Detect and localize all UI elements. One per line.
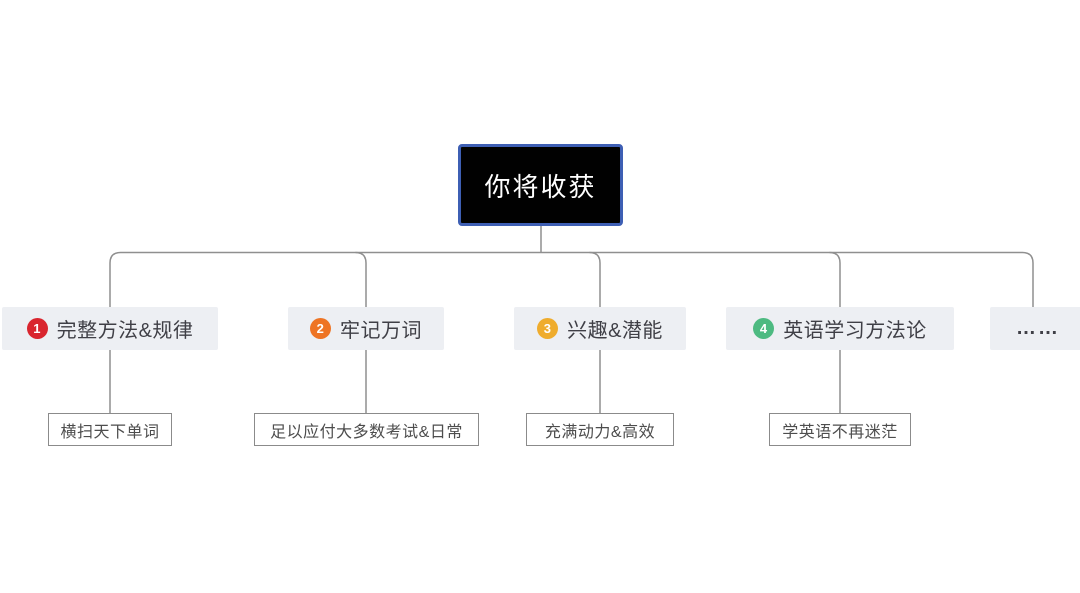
branch-4-number-badge: 4 — [753, 318, 775, 339]
leaf-4-label: 学英语不再迷茫 — [782, 423, 898, 441]
connector-drop-branch-4 — [829, 251, 841, 307]
branch-1-number-badge: 1 — [26, 318, 48, 339]
leaf-node-1[interactable]: 横扫天下单词 — [48, 413, 172, 446]
connector-rail — [109, 251, 1034, 307]
connector-drop-branch-2 — [355, 251, 367, 307]
branch-2-number-badge: 2 — [310, 318, 331, 339]
leaf-1-label: 横扫天下单词 — [60, 423, 160, 441]
root-node[interactable]: 你将收获 — [458, 144, 623, 226]
leaf-2-label: 足以应付大多数考试&日常 — [270, 423, 463, 441]
branch-node-more[interactable]: …… — [990, 307, 1080, 350]
branch-3-number-badge: 3 — [537, 318, 559, 339]
leaf-3-label: 充满动力&高效 — [544, 423, 656, 441]
leaf-node-2[interactable]: 足以应付大多数考试&日常 — [254, 413, 479, 446]
branch-node-2[interactable]: 2 牢记万词 — [288, 307, 444, 350]
leaf-node-3[interactable]: 充满动力&高效 — [526, 413, 674, 446]
connector-drop-branch-3 — [589, 251, 601, 307]
branch-2-label: 牢记万词 — [340, 320, 422, 342]
root-label: 你将收获 — [484, 171, 597, 202]
branch-1-label: 完整方法&规律 — [56, 320, 194, 342]
branch-node-4[interactable]: 4 英语学习方法论 — [726, 307, 954, 350]
branch-more-label: …… — [1016, 317, 1060, 339]
branch-node-1[interactable]: 1 完整方法&规律 — [2, 307, 218, 350]
branch-3-label: 兴趣&潜能 — [567, 320, 663, 342]
branch-node-3[interactable]: 3 兴趣&潜能 — [514, 307, 686, 350]
leaf-node-4[interactable]: 学英语不再迷茫 — [769, 413, 911, 446]
branch-4-label: 英语学习方法论 — [783, 320, 927, 342]
